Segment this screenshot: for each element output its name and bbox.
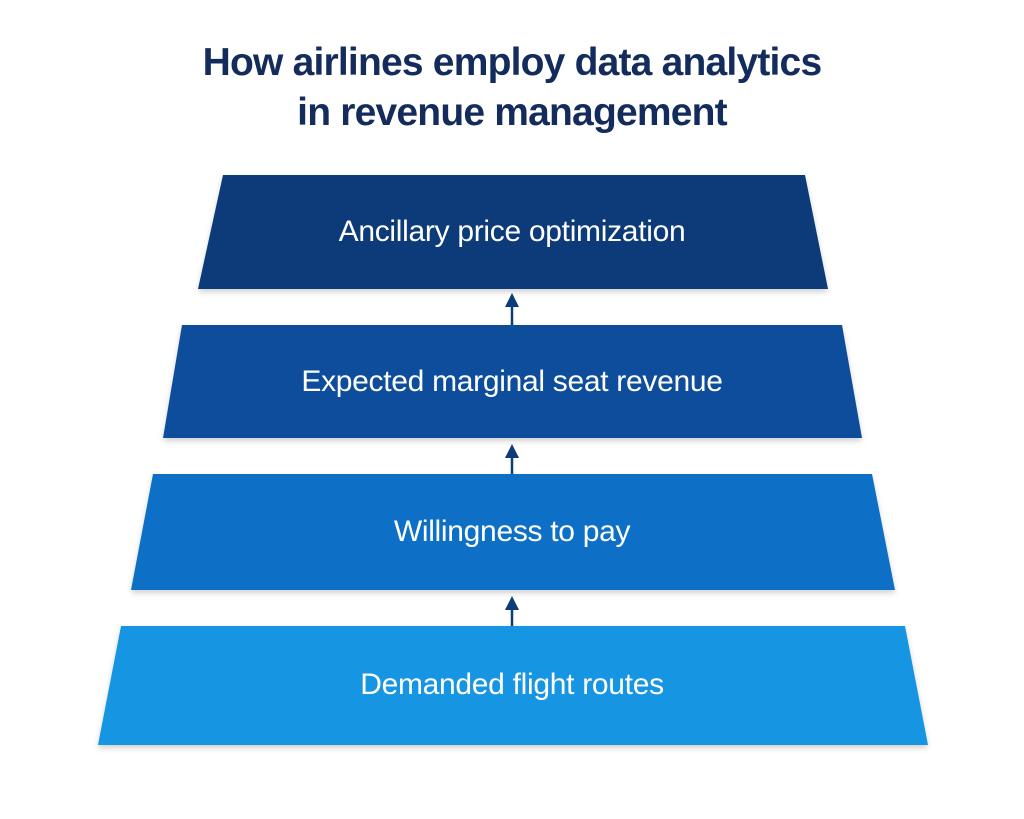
diagram-title: How airlines employ data analytics in re… — [0, 38, 1024, 138]
tier-expected-marginal-seat-revenue — [163, 325, 862, 438]
tier-label-demanded-routes: Demanded flight routes — [360, 668, 664, 701]
tier-ancillary-price-optimization — [198, 175, 828, 289]
title-line-1: How airlines employ data analytics — [202, 41, 823, 84]
tier-label-willingness: Willingness to pay — [393, 515, 631, 548]
title-line-2: in revenue management — [297, 91, 727, 134]
arrow-icon — [505, 444, 519, 474]
tier-label-ancillary: Ancillary price optimization — [338, 215, 686, 248]
arrow-icon — [505, 293, 519, 325]
arrow-icon — [505, 596, 519, 626]
tier-demanded-flight-routes — [98, 626, 928, 745]
tier-label-marginal-seat: Expected marginal seat revenue — [301, 365, 723, 398]
tier-willingness-to-pay — [131, 474, 895, 590]
